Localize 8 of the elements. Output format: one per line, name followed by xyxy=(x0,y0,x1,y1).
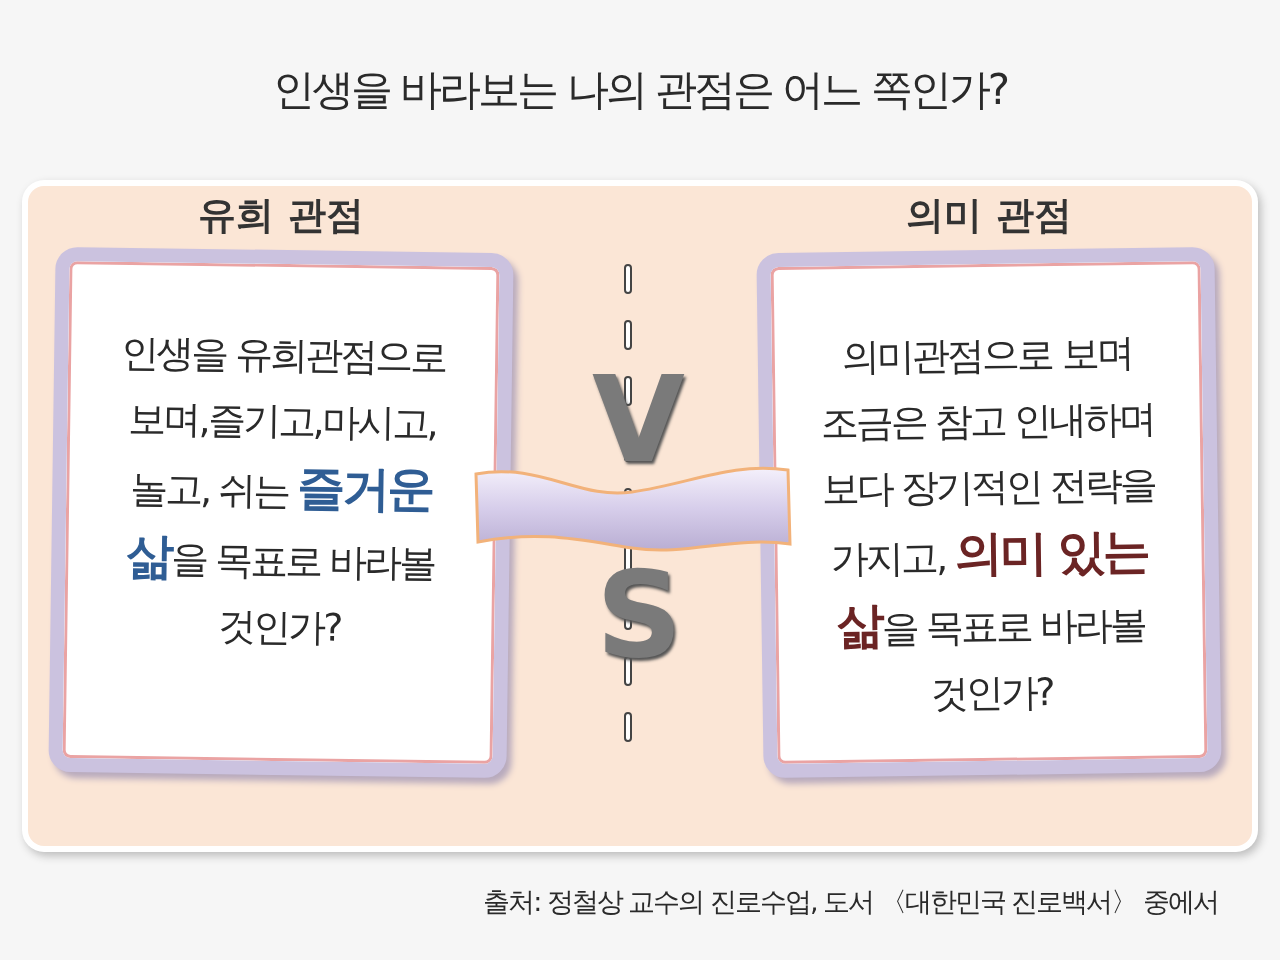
card-heading: 유희 관점 xyxy=(197,192,365,239)
vs-letter: V xyxy=(592,350,685,489)
vs-letter: S xyxy=(596,545,683,684)
card-heading: 의미 관점 xyxy=(905,192,1073,239)
title: 인생을 바라보는 나의 관점은 어느 쪽인가? xyxy=(271,64,1008,116)
card-text: 인생을 유희관점으로 보며,즐기고,마시고, 놀고, 쉬는 즐거운 삶을 목표로 바라볼 것인가? xyxy=(119,329,447,652)
source-note: 출처: 정철상 교수의 진로수업, 도서 〈대한민국 진로백서〉 중에서 xyxy=(483,885,1218,919)
card-text: 의미관점으로 보며 조금은 참고 인내하며 보다 장기적인 전략을 가지고, 의미 있는 삶을 목표로 바라볼 것인가? xyxy=(819,330,1157,718)
